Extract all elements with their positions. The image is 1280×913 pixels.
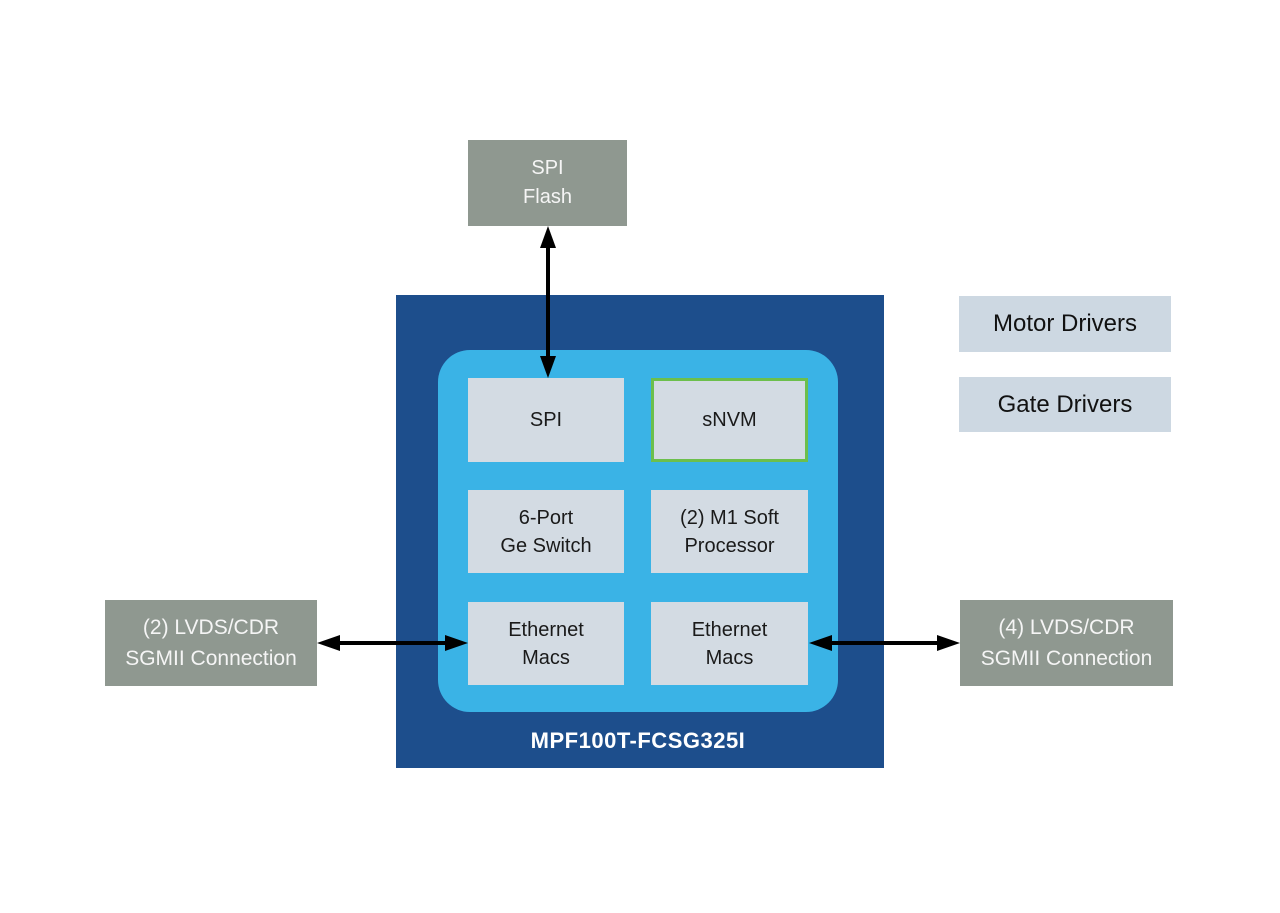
fpga-part-number: MPF100T-FCSG325I — [530, 728, 746, 753]
gate-drivers-box: Gate Drivers — [959, 377, 1171, 432]
sgmii-right-box: (4) LVDS/CDR SGMII Connection — [960, 600, 1173, 686]
ethernet-macs-right-block: Ethernet Macs — [651, 602, 808, 685]
gate-drivers-label: Gate Drivers — [997, 390, 1133, 418]
snvm-block: sNVM — [651, 378, 808, 462]
ge-switch-block-label: 6-Port Ge Switch — [500, 506, 592, 557]
snvm-block-label: sNVM — [702, 409, 757, 431]
spi-block: SPI — [468, 378, 624, 462]
m1-processor-block: (2) M1 Soft Processor — [651, 490, 808, 573]
ethernet-macs-right-label: Ethernet Macs — [691, 618, 768, 669]
sgmii-left-box: (2) LVDS/CDR SGMII Connection — [105, 600, 317, 686]
ge-switch-block: 6-Port Ge Switch — [468, 490, 624, 573]
motor-drivers-label: Motor Drivers — [992, 310, 1137, 337]
spi-flash-box: SPI Flash — [468, 140, 627, 226]
ethernet-macs-left-label: Ethernet Macs — [508, 618, 584, 669]
spi-flash-label: SPI Flash — [523, 157, 572, 208]
motor-drivers-box: Motor Drivers — [959, 296, 1171, 352]
sgmii-right-label: (4) LVDS/CDR SGMII Connection — [980, 616, 1153, 670]
sgmii-left-label: (2) LVDS/CDR SGMII Connection — [125, 616, 297, 670]
m1-processor-block-label: (2) M1 Soft Processor — [680, 506, 779, 557]
ethernet-macs-left-block: Ethernet Macs — [468, 602, 624, 685]
spi-block-label: SPI — [529, 409, 563, 431]
